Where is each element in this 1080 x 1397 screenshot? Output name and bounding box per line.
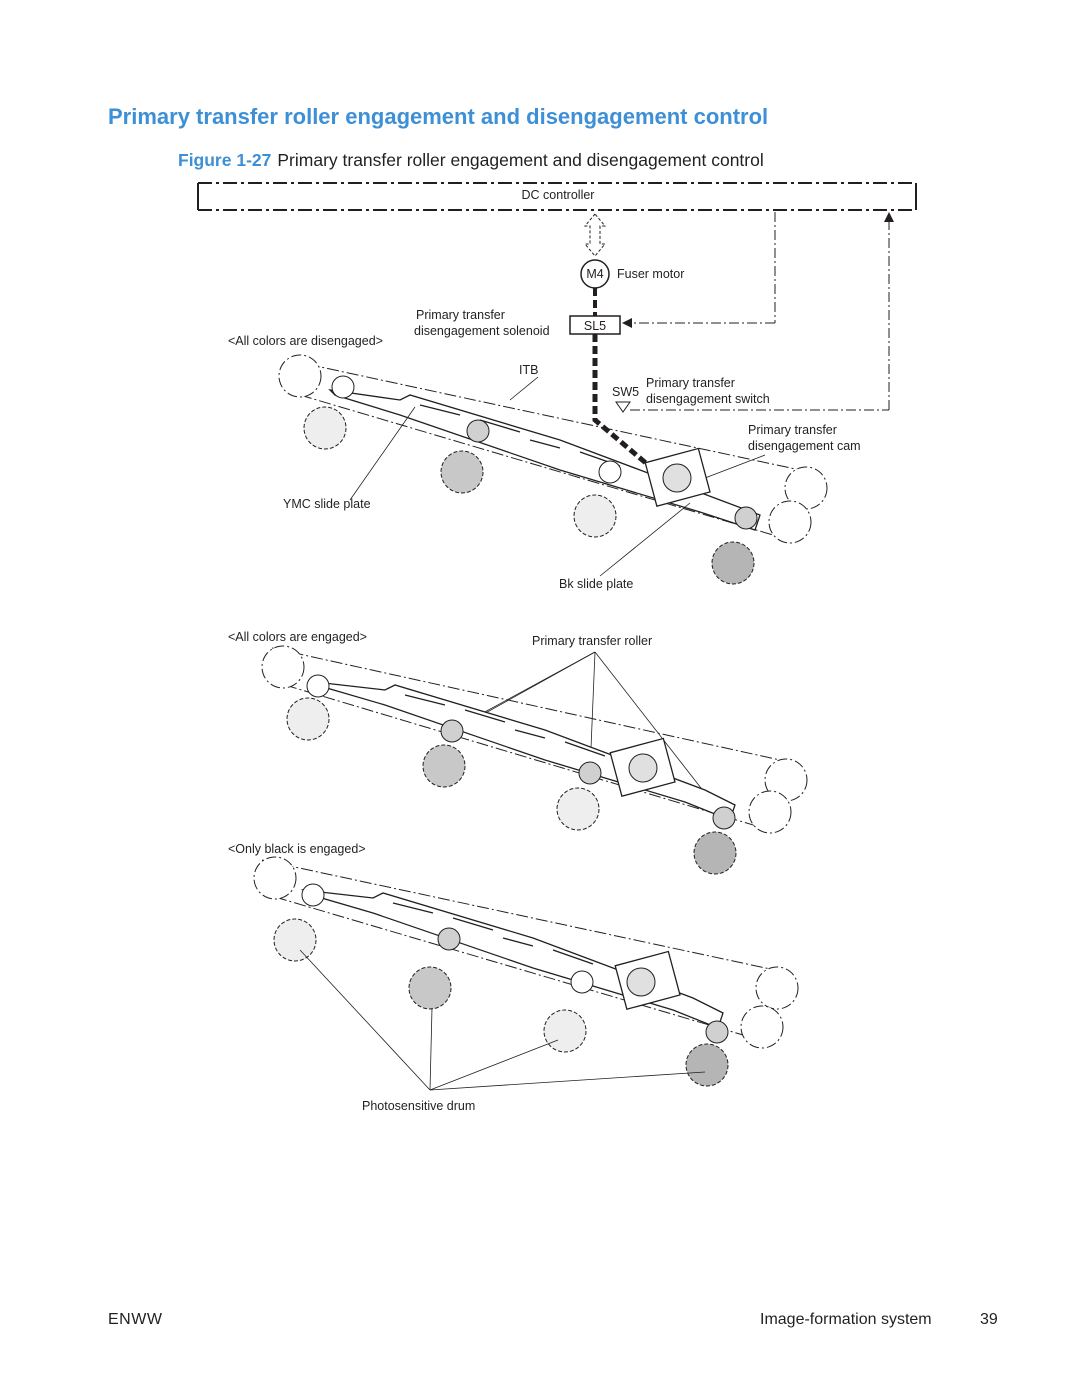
dc-controller-box: DC controller	[197, 182, 917, 211]
state-black-only-label: <Only black is engaged>	[228, 842, 366, 856]
controller-motor-link	[583, 213, 607, 257]
motor-tag: M4	[586, 267, 603, 281]
bk-leader	[599, 502, 691, 577]
dc-controller-label: DC controller	[522, 188, 595, 202]
cam-label-line2: disengagement cam	[748, 439, 861, 453]
figure-caption-text: Primary transfer roller engagement and d…	[277, 150, 764, 170]
photosensitive-drum-label: Photosensitive drum	[362, 1099, 475, 1113]
itb-belt-engaged	[261, 645, 808, 875]
cam-label-line1: Primary transfer	[748, 423, 837, 437]
solenoid-arrowhead	[622, 318, 632, 328]
page-number: 39	[980, 1311, 998, 1328]
state-disengaged-label: <All colors are disengaged>	[228, 334, 383, 348]
ymc-leader	[349, 406, 416, 501]
itb-belt-black-only	[253, 856, 799, 1087]
switch-triangle	[615, 401, 631, 413]
state-engaged-label: <All colors are engaged>	[228, 630, 367, 644]
footer-left: ENWW	[108, 1311, 163, 1328]
ymc-slide-plate-label: YMC slide plate	[283, 497, 371, 511]
switch-label-line1: Primary transfer	[646, 376, 735, 390]
figure-number: Figure 1-27	[178, 150, 272, 170]
solenoid-sl5: SL5 Primary transfer disengagement solen…	[414, 308, 621, 338]
itb-belt-disengaged	[278, 354, 828, 585]
bk-slide-plate-label: Bk slide plate	[559, 577, 633, 591]
itb-leader	[509, 376, 539, 401]
solenoid-label-line1: Primary transfer	[416, 308, 505, 322]
switch-tag: SW5	[612, 385, 639, 399]
cam-leader	[704, 454, 766, 479]
primary-transfer-roller-label: Primary transfer roller	[532, 634, 652, 648]
drum-leaders	[299, 949, 706, 1091]
switch-controller-signal	[630, 222, 890, 411]
controller-solenoid-signal	[630, 212, 776, 324]
section-heading: Primary transfer roller engagement and d…	[108, 104, 769, 129]
switch-label-line2: disengagement switch	[646, 392, 770, 406]
solenoid-cam-link	[592, 334, 662, 477]
motor-label: Fuser motor	[617, 267, 684, 281]
itb-label: ITB	[519, 363, 538, 377]
solenoid-label-line2: disengagement solenoid	[414, 324, 550, 338]
footer-section: Image-formation system	[760, 1311, 932, 1328]
fuser-motor: M4 Fuser motor	[580, 259, 684, 289]
switch-arrowhead	[884, 212, 894, 222]
solenoid-tag: SL5	[584, 319, 606, 333]
